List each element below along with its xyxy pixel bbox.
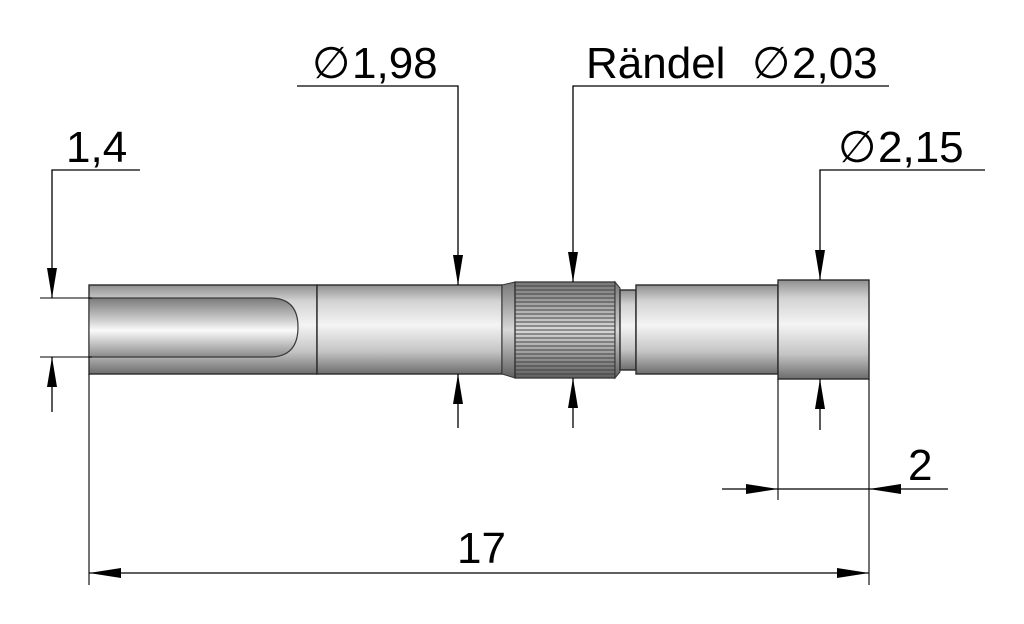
knurl-taper-left — [501, 281, 516, 379]
dimension-2-15: ∅ 2,15 — [815, 123, 985, 430]
shaft-section-right — [635, 284, 779, 375]
diameter-symbol: ∅ — [838, 123, 876, 172]
slot-cutout — [88, 297, 299, 358]
knurl-label: Rändel — [586, 39, 725, 88]
dimension-2: 2 — [722, 379, 948, 585]
dim-1-98-label: 1,98 — [352, 39, 438, 88]
knurl-texture — [515, 282, 615, 378]
dim-17-label: 17 — [457, 524, 506, 573]
shaft-section-1-98 — [316, 284, 503, 375]
dim-2-03-label: 2,03 — [792, 39, 878, 88]
pin-body — [88, 279, 870, 380]
diameter-symbol: ∅ — [752, 39, 790, 88]
dimension-1-4: 1,4 — [40, 123, 140, 412]
diameter-symbol: ∅ — [312, 39, 350, 88]
dimension-1-98: ∅ 1,98 — [297, 39, 463, 428]
dimension-17: 17 — [88, 374, 869, 585]
dim-1-4-label: 1,4 — [66, 123, 127, 172]
collar-section-2-15 — [777, 279, 870, 380]
dimension-knurl-2-03: Rändel ∅ 2,03 — [568, 39, 889, 428]
dim-2-label: 2 — [908, 441, 932, 490]
dim-2-15-label: 2,15 — [878, 123, 964, 172]
knurl-taper-right — [614, 280, 621, 380]
groove-section — [619, 289, 637, 371]
